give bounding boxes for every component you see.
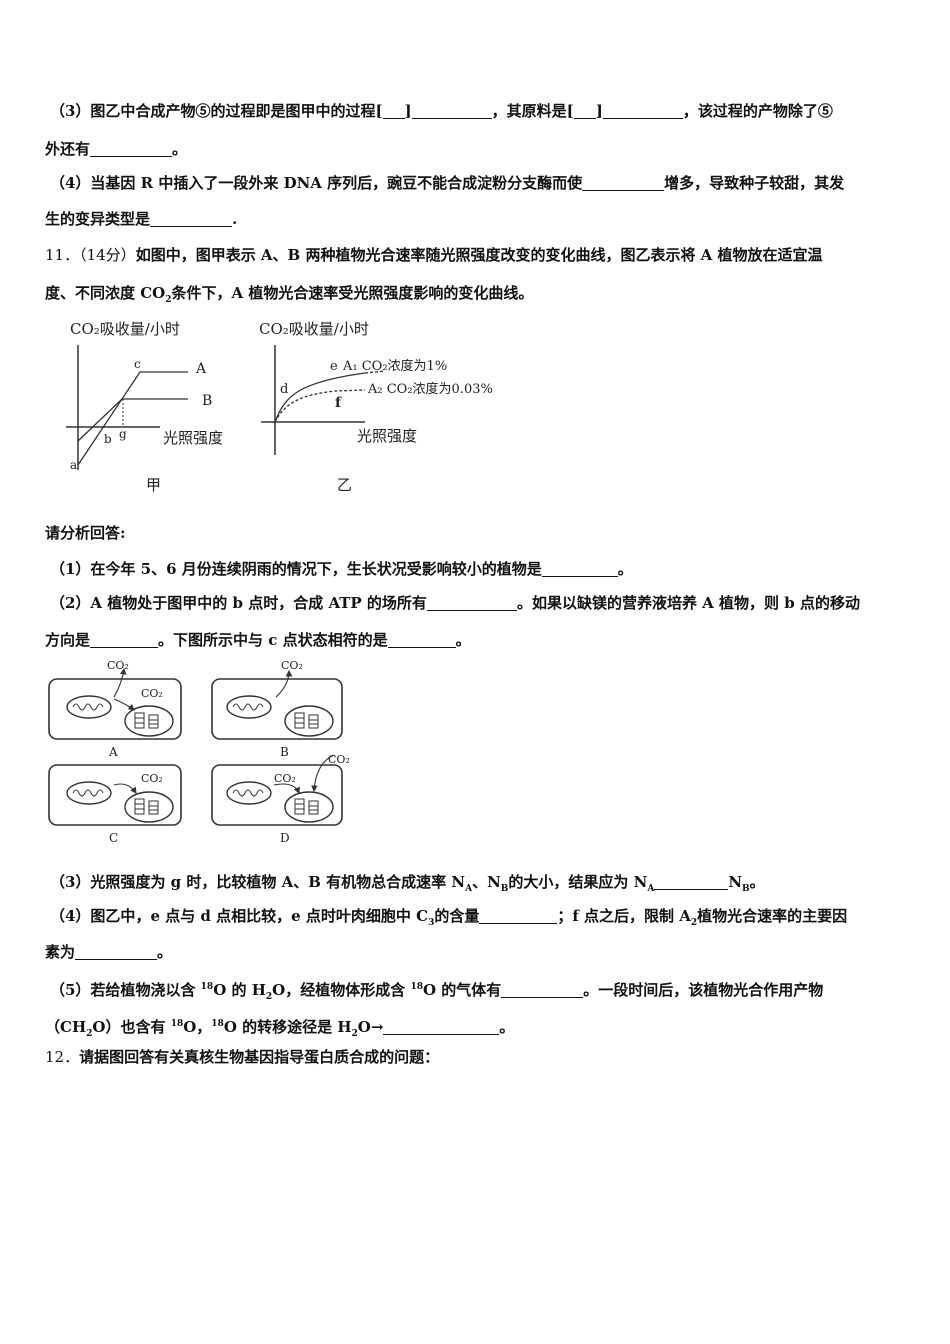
answer-blank[interactable] (479, 907, 558, 924)
answer-blank[interactable] (90, 631, 159, 648)
q11-part1: （1）在今年 5、6 月份连续阴雨的情况下，生长状况受影响较小的植物是。 (50, 560, 633, 578)
q10-part4-line2: 生的变异类型是. (45, 210, 238, 228)
cell-option-a: CO₂ CO₂ A (48, 659, 182, 759)
cell-option-b: CO₂ B (211, 659, 343, 759)
graph-jia-xlabel: 光照强度 (163, 429, 223, 447)
q11-prompt: 请分析回答: (45, 524, 126, 542)
curve-a1-dashed (364, 370, 386, 374)
graph-yi-xlabel: 光照强度 (357, 427, 417, 445)
label-g: g (119, 427, 127, 441)
q10-part3-line1: （3）图乙中合成产物⑤的过程即是图甲中的过程[]，其原料是[]，该过程的产物除了… (50, 102, 833, 120)
co2-label: CO₂ (141, 772, 163, 785)
option-d-label: D (280, 831, 290, 845)
answer-blank[interactable] (383, 1018, 500, 1035)
label-plant-b: B (202, 393, 212, 409)
label-b: b (104, 432, 112, 446)
option-c-label: C (109, 831, 118, 845)
label-f: f (335, 395, 342, 411)
q11-part4-line2: 素为。 (45, 943, 173, 961)
curve-a (77, 371, 188, 466)
graph-jia-caption: 甲 (146, 476, 161, 494)
option-a-label: A (108, 745, 118, 759)
q11-part5-line1: （5）若给植物浇以含 18O 的 H2O，经植物体形成含 18O 的气体有。一段… (50, 981, 824, 1002)
q10-part4-line1: （4）当基因 R 中插入了一段外来 DNA 序列后，豌豆不能合成淀粉分支酶而使增… (50, 174, 845, 192)
answer-blank[interactable] (541, 560, 618, 577)
option-b-label: B (280, 745, 289, 759)
q11-part5-line2: （CH2O）也含有 18O，18O 的转移途径是 H2O→。 (45, 1018, 515, 1039)
q11-part2-line2: 方向是。下图所示中与 c 点状态相符的是。 (45, 631, 471, 649)
graph-yi-ylabel: CO₂吸收量/小时 (259, 320, 369, 338)
answer-blank[interactable] (582, 174, 665, 191)
answer-blank[interactable] (573, 102, 596, 119)
curve-b (77, 398, 188, 442)
label-e: e (330, 359, 338, 374)
answer-blank[interactable] (426, 594, 517, 611)
q10-part3-line2: 外还有。 (45, 140, 188, 158)
cell-option-d: CO₂ CO₂ D (211, 753, 350, 845)
q11-intro-line2: 度、不同浓度 CO2条件下，A 植物光合速率受光照强度影响的变化曲线。 (45, 284, 534, 305)
curve-a2 (274, 389, 366, 423)
cell-option-c: CO₂ C (48, 764, 182, 845)
q12-intro: 12．请据图回答有关真核生物基因指导蛋白质合成的问题： (45, 1048, 440, 1066)
answer-blank[interactable] (150, 210, 233, 227)
cell-diagrams: CO₂ CO₂ A CO₂ B CO₂ C CO₂ CO₂ D (48, 659, 350, 845)
q11-part3: （3）光照强度为 g 时，比较植物 A、B 有机物总合成速率 NA、NB的大小，… (50, 873, 765, 894)
answer-blank[interactable] (75, 943, 158, 960)
co2-label: CO₂ (281, 659, 303, 672)
graph-jia-ylabel: CO₂吸收量/小时 (70, 320, 180, 338)
answer-blank[interactable] (387, 631, 456, 648)
answer-blank[interactable] (501, 981, 584, 998)
graph-jia: CO₂吸收量/小时 a b c g A B 光照强度 甲 (66, 320, 223, 494)
co2-label: CO₂ (328, 753, 350, 766)
label-plant-a: A (195, 361, 207, 377)
q11-part4-line1: （4）图乙中，e 点与 d 点相比较，e 点时叶肉细胞中 C3的含量；f 点之后… (50, 907, 848, 928)
answer-blank[interactable] (382, 102, 405, 119)
answer-blank[interactable] (411, 102, 492, 119)
label-d: d (280, 382, 288, 397)
answer-blank[interactable] (602, 102, 683, 119)
answer-blank[interactable] (90, 140, 173, 157)
answer-blank[interactable] (654, 873, 729, 890)
label-c: c (134, 357, 141, 371)
q11-intro-line1: 11．（14分）如图中，图甲表示 A、B 两种植物光合速率随光照强度改变的变化曲… (45, 246, 823, 264)
curve-a1 (274, 372, 366, 423)
co2-label: CO₂ (107, 659, 129, 672)
graph-yi-caption: 乙 (337, 476, 352, 494)
q11-part2-line1: （2）A 植物处于图甲中的 b 点时，合成 ATP 的场所有。如果以缺镁的营养液… (50, 594, 860, 612)
co2-label: CO₂ (274, 772, 296, 785)
label-a: a (70, 458, 77, 472)
graph-yi: CO₂吸收量/小时 d e f A₁ CO₂浓度为1% A₂ CO₂浓度为0.0… (259, 320, 493, 494)
co2-label: CO₂ (141, 687, 163, 700)
curve2-label: A₂ CO₂浓度为0.03% (367, 381, 493, 397)
curve1-label: A₁ CO₂浓度为1% (342, 358, 447, 374)
